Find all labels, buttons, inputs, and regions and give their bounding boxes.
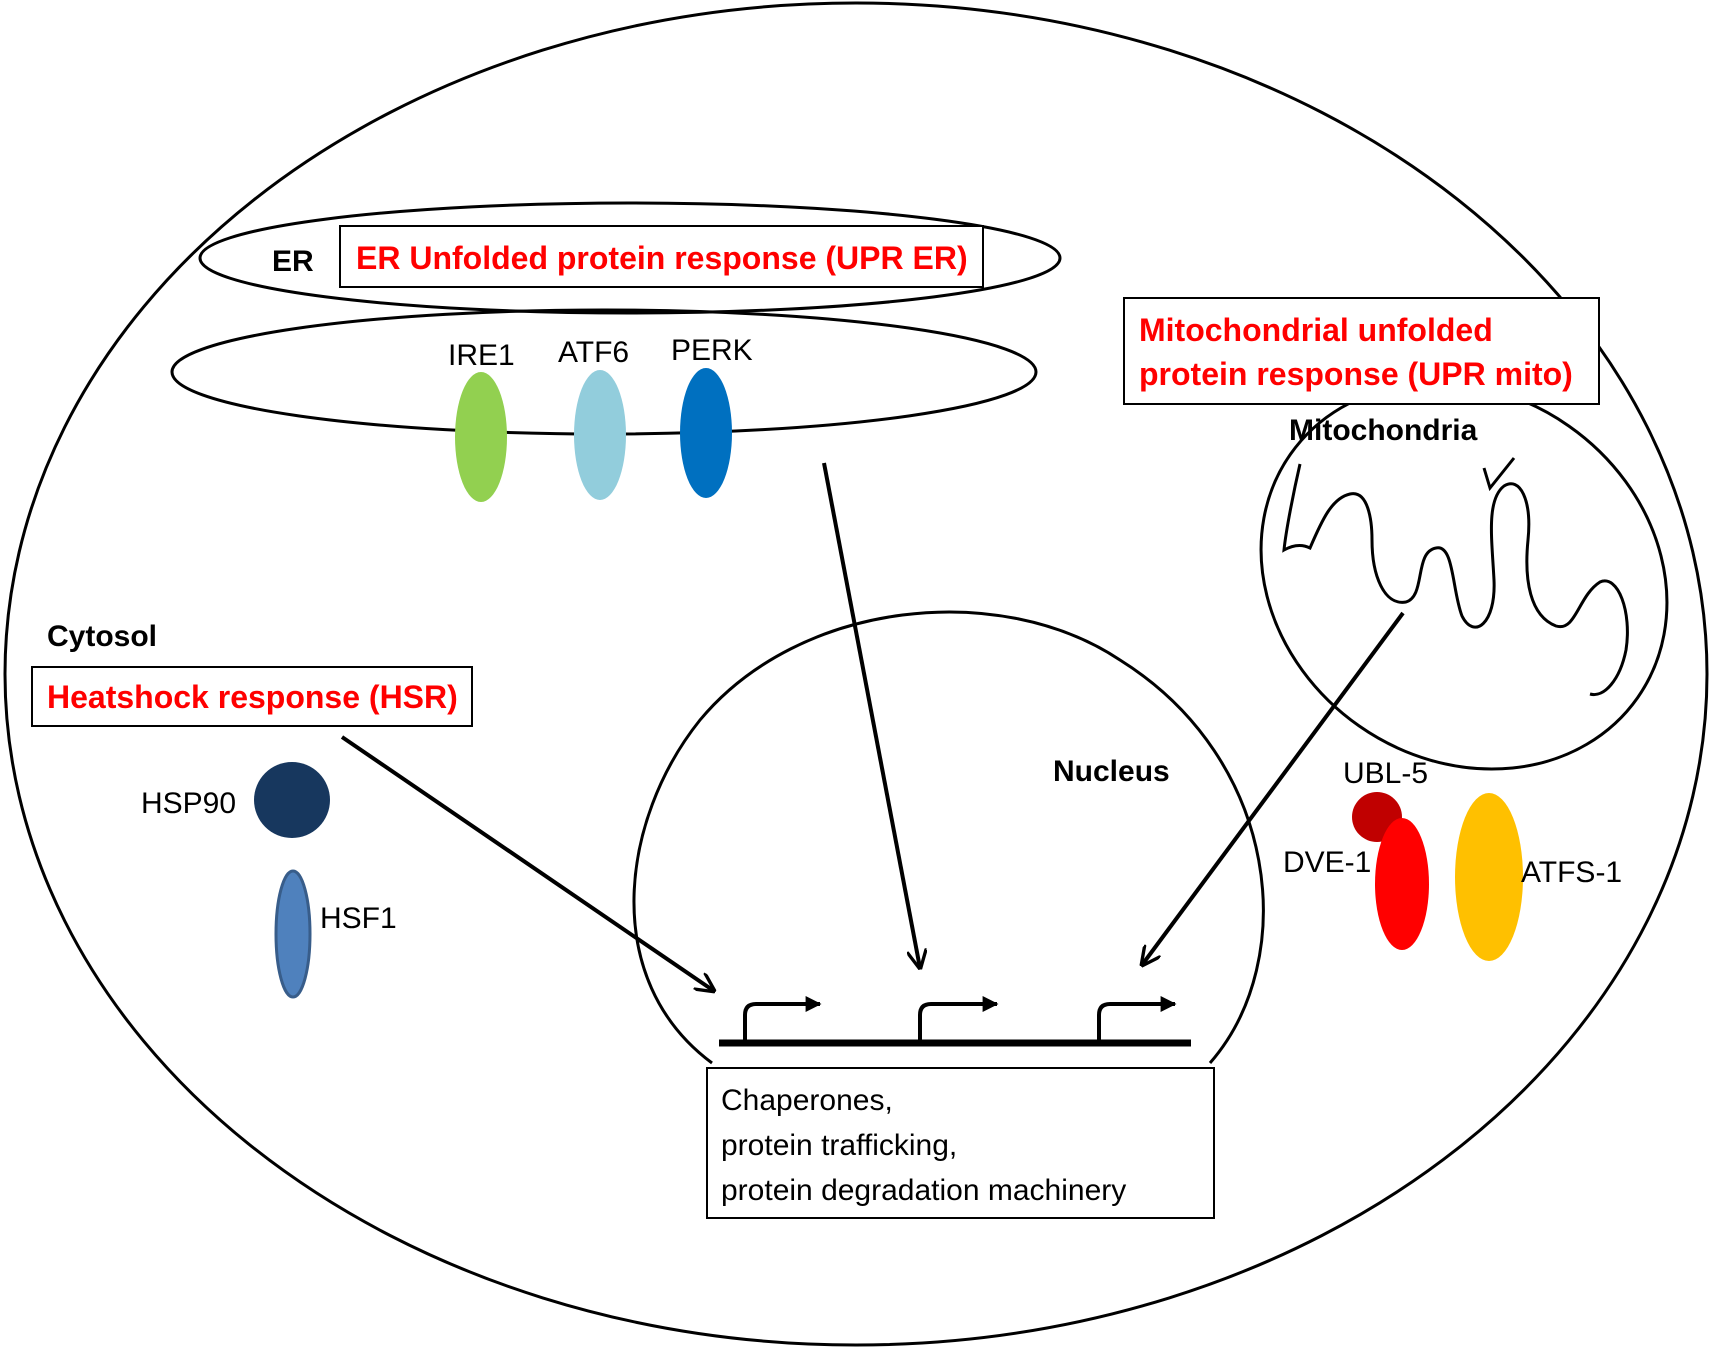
upr-er-label: ER Unfolded protein response (UPR ER) <box>356 240 968 276</box>
hsf1-label: HSF1 <box>320 902 397 935</box>
ire1-protein <box>455 372 507 502</box>
dve1-protein <box>1375 818 1429 950</box>
atfs1-label: ATFS-1 <box>1521 856 1622 889</box>
ire1-label: IRE1 <box>448 339 515 372</box>
mitochondria-cristae <box>1282 463 1629 697</box>
hsr-label: Heatshock response (HSR) <box>47 679 458 715</box>
atf6-label: ATF6 <box>558 336 629 369</box>
transcription-start-site-2 <box>918 996 999 1043</box>
cytosol-label: Cytosol <box>47 620 157 653</box>
nucleus-envelope <box>632 610 1265 1065</box>
upr-mito-label-line2: protein response (UPR mito) <box>1139 356 1573 392</box>
hsr-to-nucleus-arrow <box>340 735 714 991</box>
mitochondria-label: Mitochondria <box>1289 414 1478 447</box>
hsp90-label: HSP90 <box>141 787 236 820</box>
transcription-start-site-1 <box>743 996 822 1043</box>
cell-membrane <box>3 1 1709 1347</box>
er-label: ER <box>272 245 314 278</box>
upr-er-box <box>339 225 984 288</box>
ubl5-label: UBL-5 <box>1343 757 1428 790</box>
transcription-start-site-3 <box>1097 996 1177 1043</box>
mitochondria-outline <box>1259 381 1669 771</box>
upr-er-to-nucleus-arrow <box>822 462 920 968</box>
er-membrane-upper <box>198 201 1062 315</box>
hsr-box <box>31 666 473 727</box>
upr-mito-box <box>1123 297 1600 405</box>
atf6-protein <box>574 370 626 500</box>
output-box <box>706 1067 1215 1219</box>
hsf1-protein <box>274 869 312 999</box>
output-line-3: protein degradation machinery <box>721 1174 1126 1207</box>
nucleus-label: Nucleus <box>1053 755 1170 788</box>
dve1-label: DVE-1 <box>1283 846 1371 879</box>
mitochondria-cristae-top <box>1482 457 1516 492</box>
hsp90-protein <box>254 762 330 838</box>
output-line-1: Chaperones, <box>721 1084 893 1117</box>
atfs1-protein <box>1455 793 1523 961</box>
perk-protein <box>680 368 732 498</box>
output-line-2: protein trafficking, <box>721 1129 957 1162</box>
upr-mito-label-line1: Mitochondrial unfolded <box>1139 312 1493 348</box>
perk-label: PERK <box>671 334 753 367</box>
upr-mito-to-nucleus-arrow <box>1142 611 1405 965</box>
